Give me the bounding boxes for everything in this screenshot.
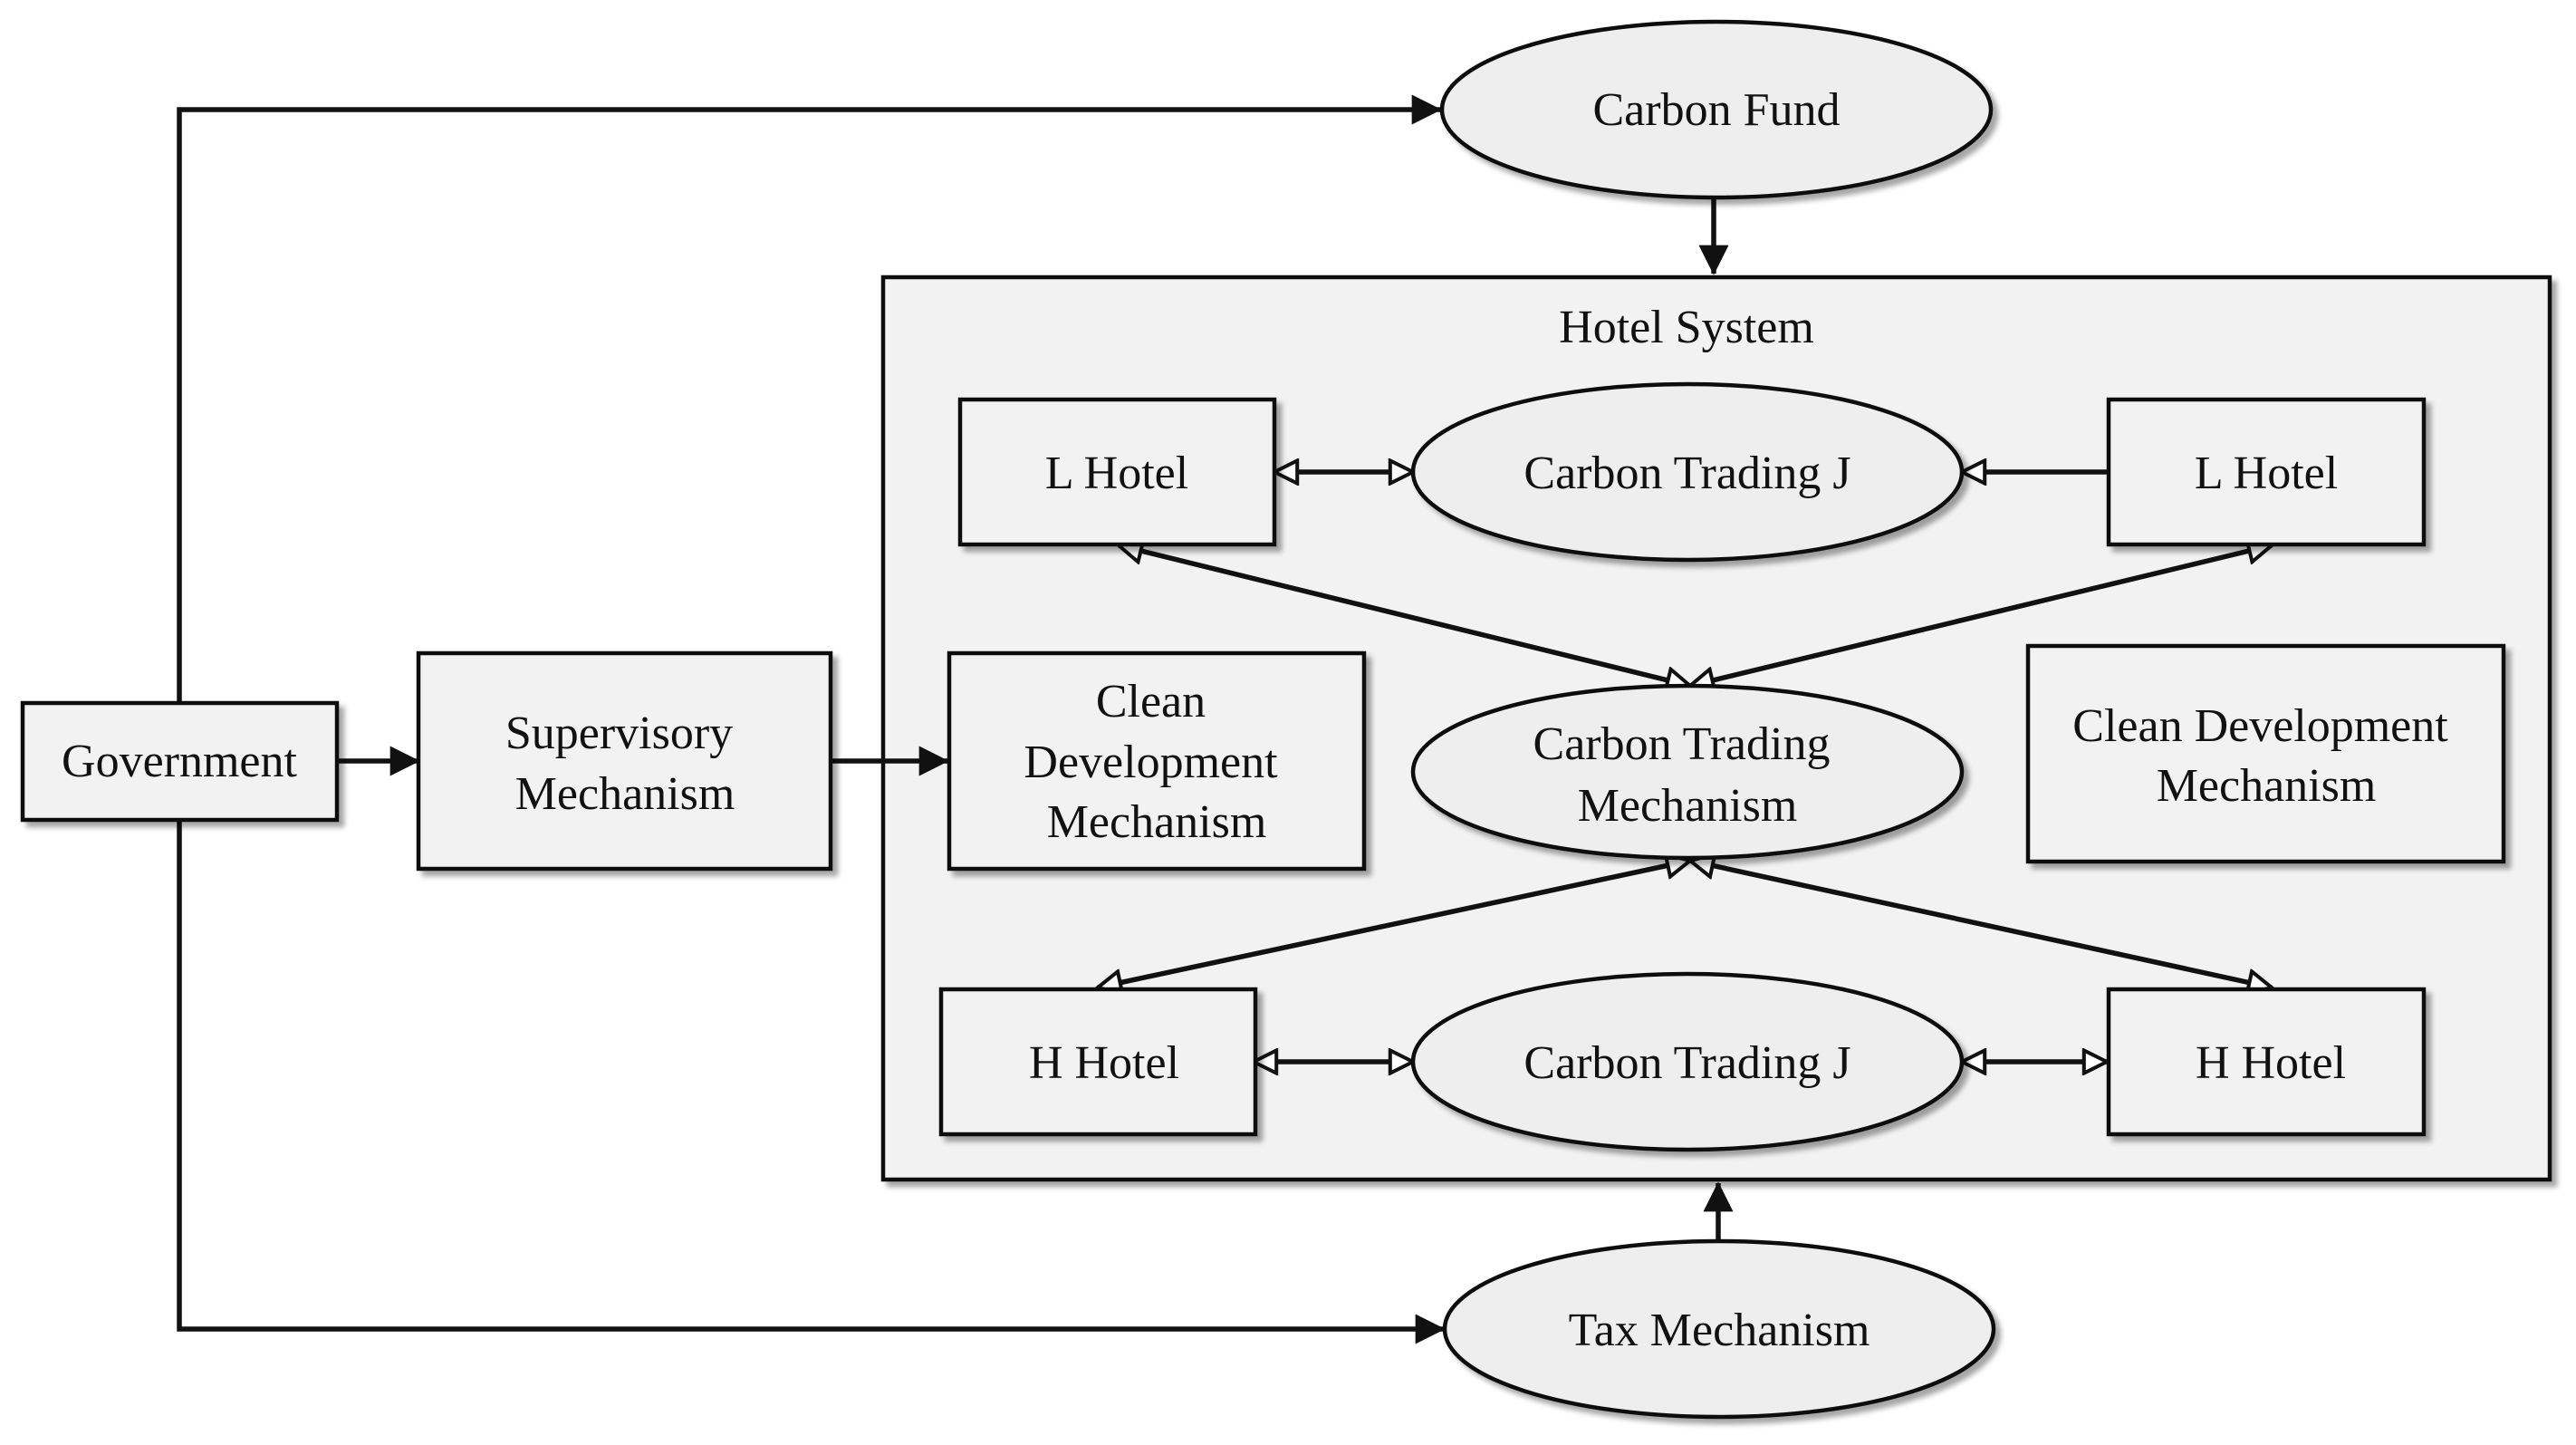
arrow-ctm-l-hotel-right	[1690, 545, 2272, 686]
arrow-government-to-tax	[177, 820, 1446, 1344]
connectors	[177, 94, 2272, 1344]
government-label: Government	[62, 736, 297, 787]
carbon-fund-node: Carbon Fund	[1439, 19, 1994, 200]
h-hotel-right-label: H Hotel	[2196, 1037, 2346, 1089]
carbon-trading-j-top-node: Carbon Trading J	[1410, 381, 1965, 563]
cdm-left-line-2: Development	[1024, 737, 1278, 788]
carbon-trading-mechanism-node: Carbon Trading Mechanism	[1410, 683, 1965, 861]
arrow-ctm-l-hotel-left	[1119, 545, 1690, 686]
hotel-system-title: Hotel System	[1559, 302, 1814, 353]
cdm-left-node: Clean Development Mechanism	[947, 650, 1367, 872]
supervisory-label-line-1: Supervisory	[505, 708, 733, 759]
carbon-fund-label: Carbon Fund	[1593, 84, 1841, 136]
carbon-trading-j-bottom-label: Carbon Trading J	[1523, 1037, 1850, 1089]
carbon-trading-j-top-label: Carbon Trading J	[1523, 448, 1850, 499]
arrow-ctm-h-hotel-left	[1098, 861, 1690, 987]
svg-text:Supervisory Mechanism: Supervisory Mechanism	[505, 708, 745, 820]
government-node: Government	[20, 700, 340, 823]
cdm-right-line-1: Clean Development	[2072, 700, 2448, 752]
arrow-ctm-h-hotel-right	[1690, 861, 2272, 987]
ctm-label-line-1: Carbon Trading	[1533, 718, 1831, 770]
tax-mechanism-node: Tax Mechanism	[1442, 1238, 1996, 1420]
tax-mechanism-label: Tax Mechanism	[1569, 1305, 1870, 1356]
h-hotel-right-node: H Hotel	[2106, 987, 2427, 1137]
h-hotel-left-label: H Hotel	[1029, 1037, 1179, 1089]
cdm-right-line-2: Mechanism	[2157, 760, 2377, 812]
h-hotel-left-node: H Hotel	[938, 987, 1258, 1137]
svg-text:Carbon Trading Mechanism: Carbon Trading Mechanism	[1533, 718, 1842, 832]
supervisory-mechanism-node: Supervisory Mechanism	[416, 650, 833, 872]
l-hotel-left-label: L Hotel	[1045, 448, 1188, 499]
svg-text:Clean Development Mechan: Clean Development Mechanism	[2072, 700, 2459, 812]
carbon-trading-j-bottom-node: Carbon Trading J	[1410, 971, 1965, 1152]
cdm-left-line-3: Mechanism	[1047, 796, 1267, 848]
l-hotel-right-node: L Hotel	[2106, 397, 2427, 547]
ctm-label-line-2: Mechanism	[1578, 780, 1798, 832]
cdm-left-line-1: Clean	[1096, 676, 1206, 727]
l-hotel-left-node: L Hotel	[957, 397, 1277, 547]
supervisory-label-line-2: Mechanism	[515, 768, 735, 820]
svg-text:Clean Development: Clean Development Mechanism	[1024, 676, 1289, 848]
l-hotel-right-label: L Hotel	[2195, 448, 2338, 499]
cdm-right-node: Clean Development Mechanism	[2025, 643, 2506, 864]
arrow-government-to-carbon-fund	[177, 94, 1442, 702]
